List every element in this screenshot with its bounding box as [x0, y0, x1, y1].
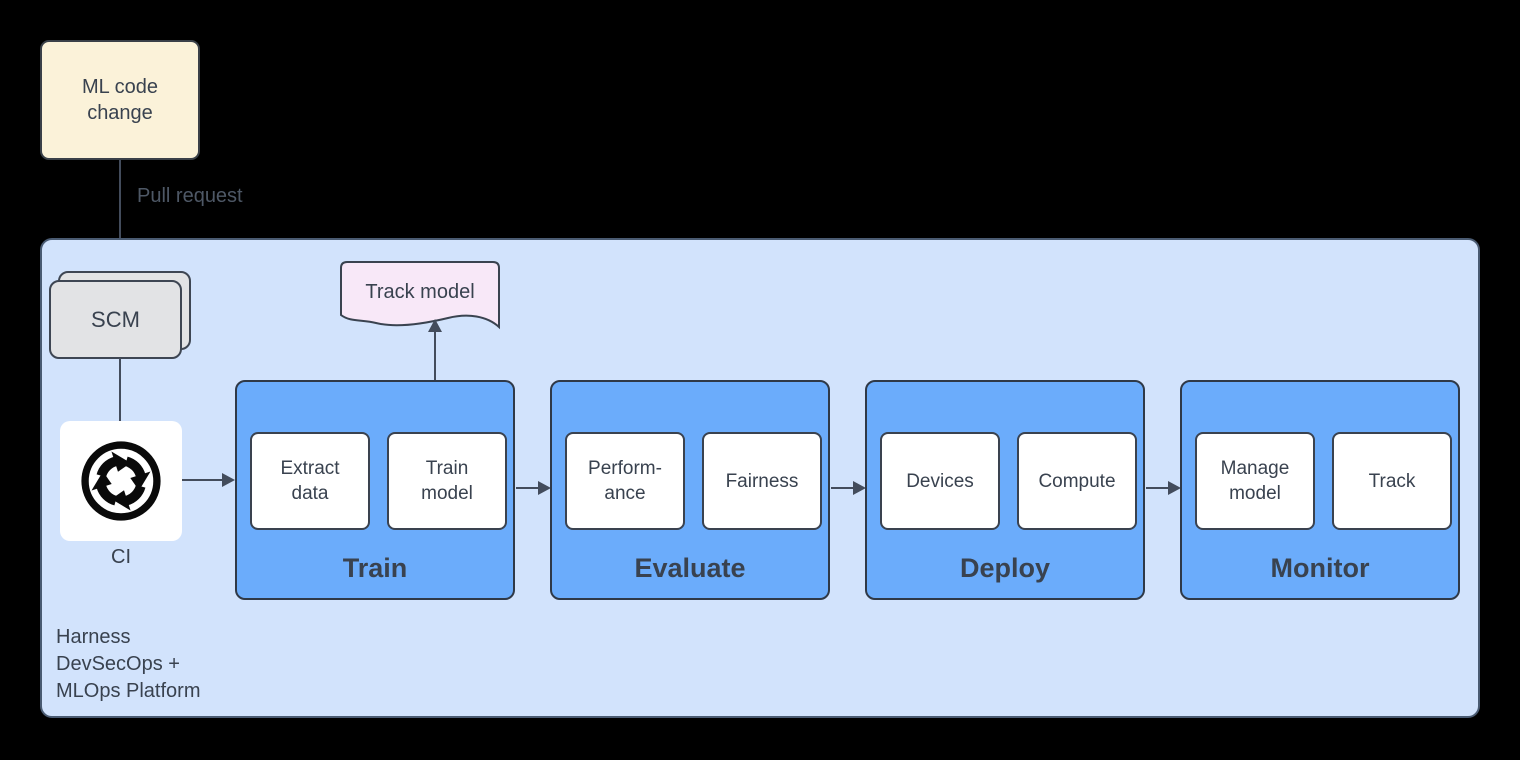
node-ml-code-change[interactable]: ML code change — [40, 40, 200, 160]
card-label: Track — [1368, 470, 1416, 492]
card-label: Fairness — [725, 470, 799, 492]
arrowhead-right-icon — [222, 473, 235, 487]
card-performance[interactable]: Perform- ance — [565, 432, 685, 530]
connector-train-trackmodel — [434, 331, 436, 380]
card-label: Train model — [421, 458, 473, 504]
stage-label-evaluate: Evaluate — [634, 553, 746, 583]
stage-label-monitor: Monitor — [1270, 553, 1370, 583]
stage-deploy[interactable]: Devices Compute Deploy — [865, 380, 1145, 600]
card-compute[interactable]: Compute — [1017, 432, 1137, 530]
connector-scm-ci — [119, 358, 121, 422]
arrowhead-up-icon — [428, 319, 442, 332]
card-label: Compute — [1038, 470, 1116, 492]
ml-code-change-label: ML code change — [82, 76, 158, 124]
card-devices[interactable]: Devices — [880, 432, 1000, 530]
platform-label: Harness DevSecOps + MLOps Platform — [56, 626, 201, 702]
scm-label: SCM — [91, 306, 140, 332]
card-train-model[interactable]: Train model — [387, 432, 507, 530]
card-label: Manage model — [1220, 458, 1290, 504]
connector-pull-request — [119, 160, 121, 254]
edge-label-pull-request: Pull request — [137, 185, 243, 207]
card-label: Devices — [906, 470, 974, 492]
node-track-model[interactable] — [340, 261, 500, 335]
arrowhead-right-icon — [538, 481, 551, 495]
node-scm[interactable]: SCM — [49, 280, 182, 359]
card-fairness[interactable]: Fairness — [702, 432, 822, 530]
connector-evaluate-deploy — [831, 487, 855, 489]
node-ci[interactable] — [60, 421, 182, 541]
ci-label: CI — [111, 546, 131, 568]
connector-train-evaluate — [516, 487, 540, 489]
stage-evaluate[interactable]: Perform- ance Fairness Evaluate — [550, 380, 830, 600]
card-manage-model[interactable]: Manage model — [1195, 432, 1315, 530]
track-model-label: Track model — [365, 280, 475, 303]
card-label: Extract data — [280, 458, 340, 504]
arrowhead-right-icon — [1168, 481, 1181, 495]
stage-label-train: Train — [342, 553, 408, 583]
connector-deploy-monitor — [1146, 487, 1170, 489]
ci-cycle-icon — [81, 441, 161, 521]
connector-ci-train — [182, 479, 224, 481]
stage-monitor[interactable]: Manage model Track Monitor — [1180, 380, 1460, 600]
stage-train[interactable]: Extract data Train model Train — [235, 380, 515, 600]
arrowhead-right-icon — [853, 481, 866, 495]
card-track[interactable]: Track — [1332, 432, 1452, 530]
stage-label-deploy: Deploy — [959, 553, 1051, 583]
card-label: Perform- ance — [588, 458, 662, 504]
card-extract-data[interactable]: Extract data — [250, 432, 370, 530]
